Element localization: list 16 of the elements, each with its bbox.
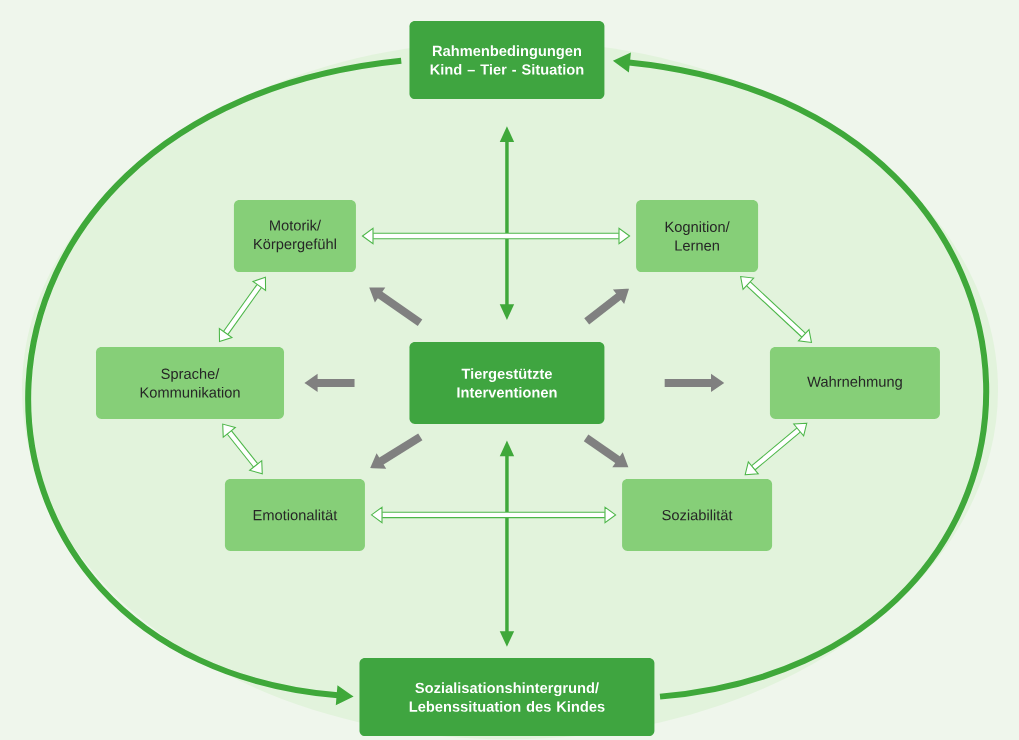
main-box: Rahmenbedingungen Kind – Tier - Situation <box>409 21 605 99</box>
topic-box: Motorik/ Körpergefühl <box>233 200 356 272</box>
main-box: Sozialisationshintergrund/ Lebenssituation des Kindes <box>359 658 655 737</box>
arrow <box>222 423 263 475</box>
topic-box: Wahrnehmung <box>769 346 940 419</box>
arrow <box>361 227 631 245</box>
main-box: Tiergestützte Interventionen <box>409 341 605 424</box>
arrow <box>584 288 629 325</box>
topic-box: Emotionalität <box>224 478 365 551</box>
arrow <box>369 287 423 326</box>
arrow <box>218 276 267 343</box>
topic-box: Kognition/ Lernen <box>636 200 759 272</box>
topic-box: Sprache/ Kommunikation <box>96 346 284 419</box>
topic-box: Soziabilität <box>622 478 773 551</box>
arrow <box>744 422 808 476</box>
arrow <box>370 506 617 524</box>
